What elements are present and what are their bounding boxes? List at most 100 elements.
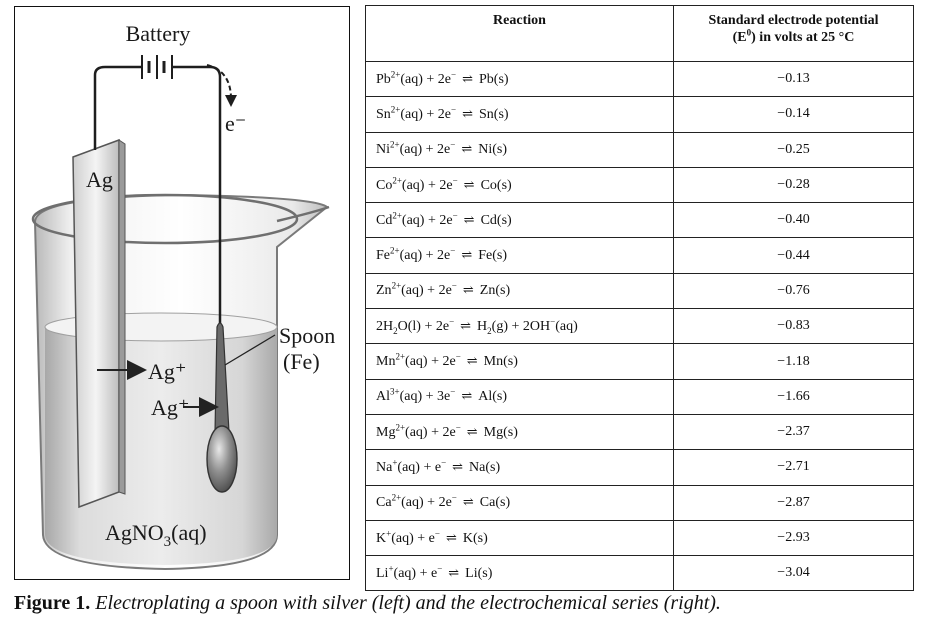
- potential-cell: −0.13: [673, 60, 914, 98]
- header-potential-line1: Standard electrode potential: [708, 13, 879, 28]
- reactant-text: +: [388, 563, 394, 574]
- reactant-text: Sn: [376, 106, 391, 122]
- silver-ion-label-2: Ag⁺: [151, 395, 190, 420]
- electron-flow-arrow: [206, 64, 237, 107]
- reaction-cell: Cd2+(aq) + 2e−⇌Cd(s): [365, 202, 674, 239]
- reactant-text: +: [386, 527, 392, 538]
- table-row: Zn2+(aq) + 2e−⇌Zn(s)−0.76: [365, 272, 914, 310]
- electrochemical-series-table: Reaction Standard electrode potential (E…: [365, 5, 914, 592]
- figure-label: Figure 1.: [14, 592, 91, 614]
- silver-ion-label-1: Ag⁺: [148, 359, 187, 384]
- product-text: K(s): [462, 530, 488, 546]
- reactant-text: (aq) + 2e: [399, 142, 451, 158]
- reaction-cell: Fe2+(aq) + 2e−⇌Fe(s): [365, 237, 674, 274]
- reactant-text: Mg: [376, 424, 396, 440]
- equilibrium-arrow-icon: ⇌: [460, 317, 472, 333]
- equilibrium-arrow-icon: ⇌: [462, 282, 474, 298]
- potential-cell: −0.76: [673, 272, 914, 310]
- table-row: Fe2+(aq) + 2e−⇌Fe(s)−0.44: [365, 237, 914, 274]
- product-text: Al(s): [478, 389, 507, 405]
- reactant-text: −: [451, 68, 457, 79]
- reactant-text: 2+: [392, 210, 402, 221]
- reaction-cell: Co2+(aq) + 2e−⇌Co(s): [365, 166, 674, 204]
- reactant-text: −: [449, 316, 455, 327]
- silver-electrode: [72, 138, 126, 509]
- reaction-cell: Al3+(aq) + 3e−⇌Al(s): [365, 378, 674, 415]
- reactant-text: Li: [376, 565, 389, 581]
- reactant-text: −: [452, 174, 458, 185]
- header-reaction: Reaction: [365, 5, 674, 62]
- reactant-text: −: [437, 563, 443, 574]
- product-text: Fe(s): [478, 248, 507, 264]
- silver-electrode-label: Ag: [86, 167, 113, 192]
- equilibrium-arrow-icon: ⇌: [462, 494, 474, 510]
- reactant-text: −: [450, 386, 456, 397]
- potential-cell: −0.28: [673, 166, 914, 204]
- reactant-text: (aq) + 3e: [399, 389, 451, 405]
- product-text: 2: [487, 325, 492, 336]
- potential-cell: −1.66: [673, 378, 914, 415]
- reactant-text: −: [455, 421, 461, 432]
- equilibrium-arrow-icon: ⇌: [445, 529, 457, 545]
- potential-cell: −2.71: [673, 449, 914, 486]
- potential-cell: −0.25: [673, 131, 914, 168]
- product-text: Co(s): [480, 177, 512, 193]
- reactant-text: 2+: [390, 68, 401, 79]
- reactant-text: Ni: [376, 142, 390, 158]
- reaction-cell: Li+(aq) + e−⇌Li(s): [365, 555, 674, 592]
- reactant-text: 2+: [390, 104, 401, 115]
- reactant-text: Na: [376, 459, 393, 475]
- table-row: K+(aq) + e−⇌K(s)−2.93: [365, 519, 914, 557]
- reactant-text: 2+: [395, 421, 406, 432]
- table-row: Pb2+(aq) + 2e−⇌Pb(s)−0.13: [365, 60, 914, 98]
- reactant-text: (aq) + 2e: [401, 495, 452, 511]
- equilibrium-arrow-icon: ⇌: [466, 353, 478, 369]
- reactant-text: O(l) + 2e: [397, 318, 450, 334]
- table-row: 2H2O(l) + 2e−⇌H2(g) + 2OH−(aq)−0.83: [365, 308, 914, 345]
- reactant-text: 2+: [392, 174, 402, 185]
- electron-label: e⁻: [225, 111, 246, 136]
- reactant-text: Cd: [376, 212, 393, 228]
- reactant-text: (aq) + 2e: [399, 248, 451, 264]
- reactant-text: 2+: [391, 280, 402, 291]
- reactant-text: (aq) + 2e: [400, 106, 452, 122]
- equilibrium-arrow-icon: ⇌: [452, 458, 464, 474]
- reactant-text: 2+: [395, 351, 406, 362]
- reactant-text: −: [451, 492, 457, 503]
- reactant-text: −: [450, 245, 456, 256]
- product-text: Cd(s): [480, 212, 512, 228]
- equilibrium-arrow-icon: ⇌: [462, 105, 474, 121]
- reactant-text: K: [376, 530, 387, 546]
- table-row: Co2+(aq) + 2e−⇌Co(s)−0.28: [365, 166, 914, 204]
- potential-cell: −3.04: [673, 555, 914, 592]
- reactant-text: Zn: [376, 283, 392, 299]
- table-row: Mg2+(aq) + 2e−⇌Mg(s)−2.37: [365, 413, 914, 451]
- reactant-text: 2+: [391, 492, 402, 503]
- reactant-text: 2+: [390, 245, 400, 256]
- potential-cell: −2.93: [673, 519, 914, 557]
- equilibrium-arrow-icon: ⇌: [461, 247, 473, 263]
- reactant-text: 2+: [390, 139, 400, 150]
- reaction-cell: Na+(aq) + e−⇌Na(s): [365, 449, 674, 486]
- product-text: (g) + 2OH: [491, 318, 551, 334]
- series-table: Reaction Standard electrode potential (E…: [365, 5, 914, 592]
- reaction-cell: Mg2+(aq) + 2e−⇌Mg(s): [365, 413, 674, 451]
- battery-symbol: [133, 55, 181, 79]
- reaction-cell: 2H2O(l) + 2e−⇌H2(g) + 2OH−(aq): [365, 308, 674, 345]
- reactant-text: −: [452, 210, 458, 221]
- table-row: Li+(aq) + e−⇌Li(s)−3.04: [365, 555, 914, 592]
- reactant-text: (aq) + 2e: [400, 71, 452, 87]
- reactant-text: −: [450, 139, 456, 150]
- potential-cell: −0.40: [673, 202, 914, 239]
- spoon-label: Spoon: [279, 323, 335, 348]
- product-text: Zn(s): [479, 283, 511, 299]
- equilibrium-arrow-icon: ⇌: [463, 211, 475, 227]
- product-text: Na(s): [469, 459, 501, 475]
- reactant-text: (aq) + e: [397, 459, 442, 475]
- potential-cell: −0.14: [673, 96, 914, 133]
- product-text: Li(s): [465, 565, 493, 581]
- equilibrium-arrow-icon: ⇌: [448, 564, 460, 580]
- figure-caption: Figure 1. Electroplating a spoon with si…: [14, 592, 721, 615]
- reactant-text: Mn: [376, 354, 396, 370]
- equilibrium-arrow-icon: ⇌: [461, 388, 473, 404]
